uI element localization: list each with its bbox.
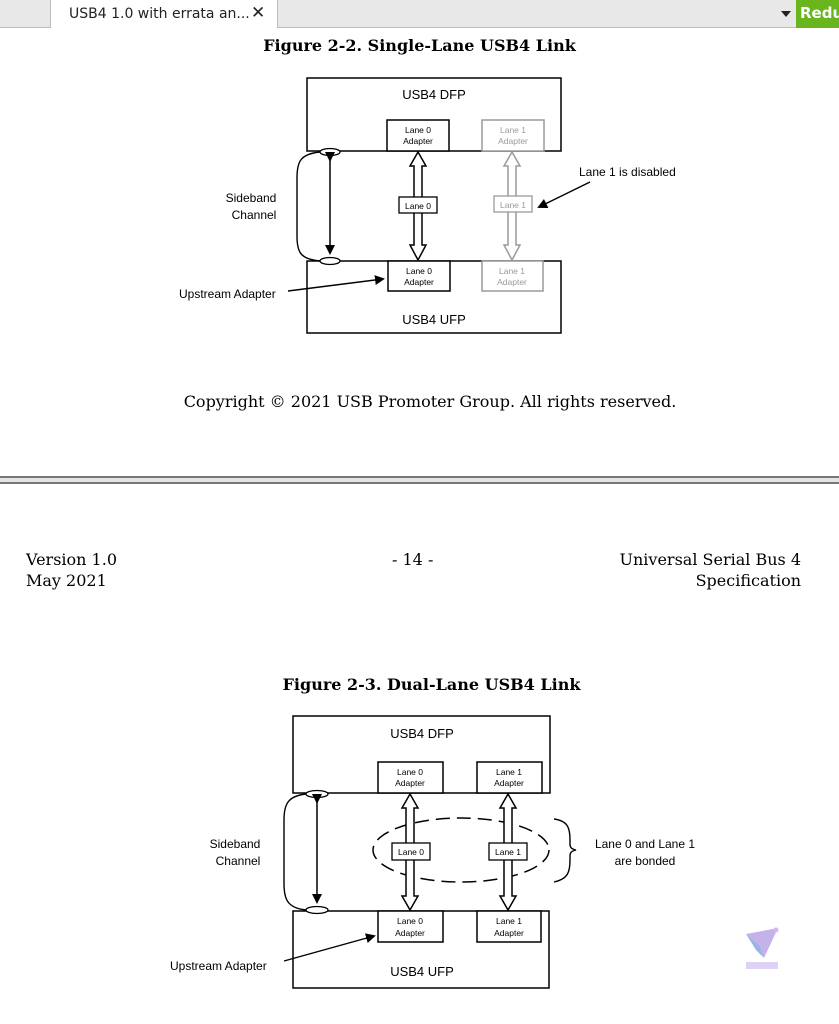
lane0-box <box>391 842 431 861</box>
footer-date: May 2021 <box>26 571 107 590</box>
footer-spec-line1: Universal Serial Bus 4 <box>619 550 802 569</box>
bonded-note-line1: Lane 0 and Lane 1 <box>595 837 695 851</box>
figure-2-3-diagram: USB4 DFP USB4 UFP Lane 0 Adapter Lane 1 … <box>170 715 695 989</box>
sideband-bottom-ellipse <box>319 256 341 266</box>
dfp-label: USB4 DFP <box>390 726 454 741</box>
upstream-adapter-arrow <box>287 275 385 292</box>
lane0-adapter-top <box>377 761 444 794</box>
lane1-adapter-top-line1: Lane 1 <box>496 767 522 777</box>
lane1-adapter-bottom <box>481 260 544 292</box>
ufp-label: USB4 UFP <box>402 312 466 327</box>
lane0-adapter-top-line1: Lane 0 <box>397 767 423 777</box>
bonded-note-line2: are bonded <box>615 854 676 868</box>
lane1-disabled-note: Lane 1 is disabled <box>579 165 676 179</box>
lane1-adapter-bottom-line1: Lane 1 <box>496 916 522 926</box>
lane1-disabled-arrow <box>537 181 591 208</box>
figure-2-2-diagram: USB4 DFP USB4 UFP Lane 0 Adapter Lane 1 … <box>179 77 676 334</box>
sideband-top-ellipse <box>319 147 341 157</box>
lane0-adapter-top-line2: Adapter <box>395 778 425 788</box>
lane1-adapter-top-line1: Lane 1 <box>500 125 526 135</box>
bonded-brace <box>553 818 577 883</box>
lane1-adapter-top-line2: Adapter <box>498 136 528 146</box>
lane1-adapter-top <box>481 119 545 152</box>
dfp-label: USB4 DFP <box>402 87 466 102</box>
sideband-brace <box>296 151 321 262</box>
close-icon[interactable]: ✕ <box>251 3 266 23</box>
lane0-adapter-bottom-line1: Lane 0 <box>397 916 423 926</box>
lane1-adapter-bottom-line1: Lane 1 <box>499 266 525 276</box>
lane0-adapter-top-line2: Adapter <box>403 136 433 146</box>
watermark-logo-icon <box>746 927 779 969</box>
lane0-label: Lane 0 <box>398 847 424 857</box>
tab-title: USB4 1.0 with errata an... <box>69 6 250 22</box>
bonded-lanes-ellipse <box>372 817 550 883</box>
lane0-adapter-bottom-line2: Adapter <box>404 277 434 287</box>
lane0-adapter-top-line1: Lane 0 <box>405 125 431 135</box>
page-separator <box>0 476 839 484</box>
lane0-label: Lane 0 <box>405 201 431 211</box>
lane1-box <box>488 842 528 861</box>
chevron-down-icon[interactable] <box>778 6 794 22</box>
lane0-box <box>398 196 438 214</box>
footer-version-block: Version 1.0 May 2021 <box>26 549 117 591</box>
upstream-adapter-label: Upstream Adapter <box>170 959 267 973</box>
sideband-label-line2: Channel <box>232 208 277 222</box>
lane0-adapter-bottom-line1: Lane 0 <box>406 266 432 276</box>
footer-page-number: - 14 - <box>392 550 434 569</box>
document-tab[interactable]: USB4 1.0 with errata an... ✕ <box>50 0 278 28</box>
lane0-adapter-bottom <box>387 260 451 292</box>
sideband-label-line1: Sideband <box>210 837 261 851</box>
lane0-adapter-bottom-line2: Adapter <box>395 928 425 938</box>
lane1-adapter-bottom <box>476 910 542 943</box>
sideband-brace <box>283 793 307 911</box>
sideband-label-line1: Sideband <box>226 191 277 205</box>
figure-2-3-title: Figure 2-3. Dual-Lane USB4 Link <box>282 675 581 694</box>
lane1-adapter-bottom-line2: Adapter <box>497 277 527 287</box>
lane1-adapter-bottom-line2: Adapter <box>494 928 524 938</box>
lane1-label: Lane 1 <box>495 847 521 857</box>
upstream-adapter-label: Upstream Adapter <box>179 287 276 301</box>
upstream-adapter-arrow <box>283 933 376 962</box>
footer-version: Version 1.0 <box>26 550 117 569</box>
lane0-adapter-top <box>386 119 450 152</box>
sideband-label-line2: Channel <box>216 854 261 868</box>
promo-banner[interactable]: Redu <box>796 0 839 28</box>
sideband-bottom-ellipse <box>305 905 329 915</box>
lane1-label: Lane 1 <box>500 200 526 210</box>
footer-spec-block: Universal Serial Bus 4 Specification <box>620 549 802 591</box>
browser-tab-bar: USB4 1.0 with errata an... ✕ Redu <box>0 0 839 28</box>
lane1-box <box>493 195 533 213</box>
lane0-adapter-bottom <box>377 910 444 943</box>
lane1-adapter-top-line2: Adapter <box>494 778 524 788</box>
figure-2-2-title: Figure 2-2. Single-Lane USB4 Link <box>263 36 576 55</box>
ufp-label: USB4 UFP <box>390 964 454 979</box>
footer-spec-line2: Specification <box>695 571 801 590</box>
copyright-notice: Copyright © 2021 USB Promoter Group. All… <box>183 392 677 411</box>
lane1-adapter-top <box>476 761 543 794</box>
sideband-top-ellipse <box>305 789 329 799</box>
